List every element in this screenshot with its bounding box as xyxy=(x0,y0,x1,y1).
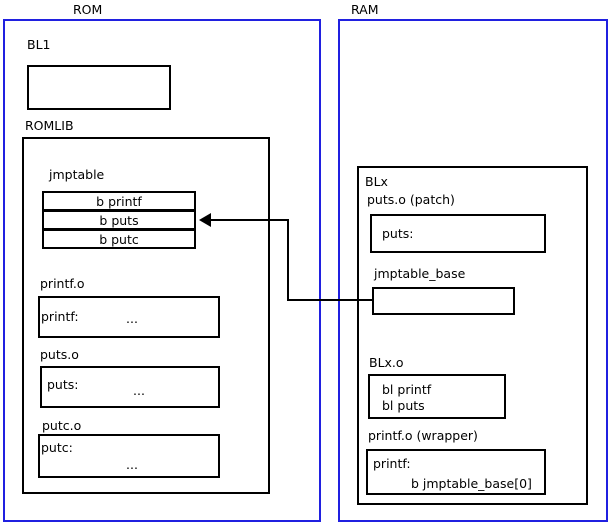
printf-wrapper-label: printf.o (wrapper) xyxy=(368,428,478,443)
putc-o-box xyxy=(38,434,220,478)
connector-segment-top xyxy=(211,219,289,221)
putc-o-label: putc.o xyxy=(42,418,82,433)
puts-o-label: puts.o xyxy=(40,347,79,362)
printf-wrapper-instruction: b jmptable_base[0] xyxy=(411,476,532,491)
blx-label: BLx xyxy=(365,174,388,189)
printf-wrapper-box xyxy=(366,449,546,495)
puts-patch-box xyxy=(370,214,546,253)
connector-segment-bottom xyxy=(287,299,373,301)
blx-o-line-0: bl printf xyxy=(382,382,432,397)
rom-region xyxy=(3,19,321,522)
blx-o-box xyxy=(368,374,506,419)
puts-o-body: ... xyxy=(133,383,145,398)
puts-o-box xyxy=(40,366,220,408)
connector-segment-vertical xyxy=(287,219,289,301)
printf-o-box xyxy=(38,296,220,338)
ram-region-label: RAM xyxy=(351,2,379,17)
bl1-label: BL1 xyxy=(27,37,51,52)
putc-o-body: ... xyxy=(126,457,138,472)
ram-region xyxy=(338,19,608,522)
printf-wrapper-symbol: printf: xyxy=(373,456,411,471)
connector-arrowhead-icon xyxy=(199,213,211,227)
jmptable-base-label: jmptable_base xyxy=(374,266,466,281)
jmptable-label: jmptable xyxy=(49,167,105,182)
jmptable-entry-2: b putc xyxy=(42,229,196,249)
romlib-label: ROMLIB xyxy=(25,118,74,133)
blx-o-line-1: bl puts xyxy=(382,398,425,413)
printf-o-symbol: printf: xyxy=(41,309,79,324)
puts-patch-symbol: puts: xyxy=(382,226,414,241)
printf-o-body: ... xyxy=(126,311,138,326)
puts-patch-label: puts.o (patch) xyxy=(367,192,455,207)
bl1-box xyxy=(27,65,171,110)
jmptable-entry-0: b printf xyxy=(42,191,196,211)
jmptable-base-box xyxy=(372,287,515,315)
rom-region-label: ROM xyxy=(73,2,103,17)
jmptable-entry-1: b puts xyxy=(42,210,196,230)
printf-o-label: printf.o xyxy=(40,276,85,291)
putc-o-symbol: putc: xyxy=(41,440,73,455)
puts-o-symbol: puts: xyxy=(47,377,79,392)
blx-o-label: BLx.o xyxy=(369,355,404,370)
